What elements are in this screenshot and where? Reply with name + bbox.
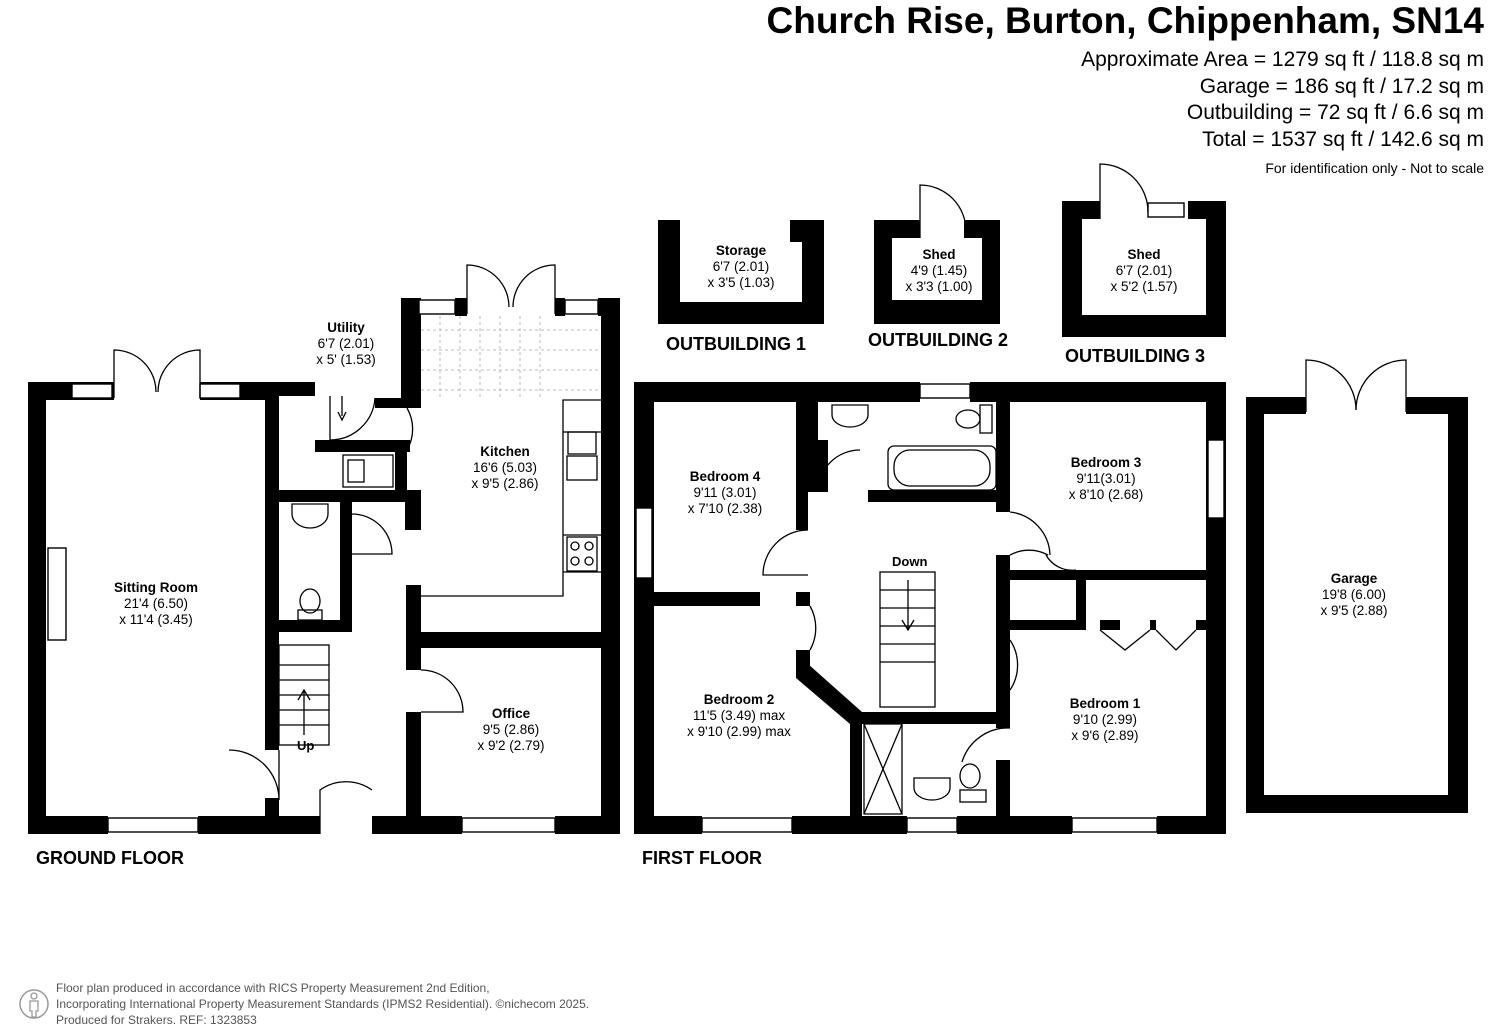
room-name: Storage xyxy=(715,243,767,258)
room-dimension: 11'5 (3.49) max xyxy=(692,708,786,723)
footer-line: Produced for Strakers. REF: 1323853 xyxy=(56,1013,257,1027)
room-dimension: x 5'2 (1.57) xyxy=(1110,279,1178,294)
room-name: Kitchen xyxy=(480,444,530,459)
area-approximate: Approximate Area = 1279 sq ft / 118.8 sq… xyxy=(1081,48,1484,71)
room-dimension: x 9'6 (2.89) xyxy=(1071,728,1139,743)
room-name: Sitting Room xyxy=(114,580,198,595)
room-dimension: 6'7 (2.01) xyxy=(317,336,375,351)
room-name: Bedroom 2 xyxy=(703,692,775,707)
outbuilding1-label: OUTBUILDING 1 xyxy=(666,334,807,354)
stairs-down-label: Down xyxy=(892,554,928,569)
room-garage: Garage 19'8 (6.00) x 9'5 (2.88) xyxy=(1320,571,1387,619)
room-dimension: 19'8 (6.00) xyxy=(1321,587,1387,602)
room-bedroom-3: Bedroom 3 9'11(3.01) x 8'10 (2.68) xyxy=(1069,455,1144,503)
room-dimension: x 5' (1.53) xyxy=(316,352,376,367)
room-kitchen: Kitchen 16'6 (5.03) x 9'5 (2.86) xyxy=(471,444,538,492)
room-name: Shed xyxy=(1127,247,1161,262)
room-name: Office xyxy=(491,706,531,721)
room-name: Shed xyxy=(922,247,956,262)
room-shed-2: Shed 4'9 (1.45) x 3'3 (1.00) xyxy=(905,247,972,295)
room-dimension: 9'11(3.01) xyxy=(1076,471,1136,486)
area-garage: Garage = 186 sq ft / 17.2 sq m xyxy=(1199,75,1484,98)
room-name: Bedroom 1 xyxy=(1069,696,1141,711)
area-total: Total = 1537 sq ft / 142.6 sq m xyxy=(1202,128,1484,151)
room-bedroom-4: Bedroom 4 9'11 (3.01) x 7'10 (2.38) xyxy=(688,469,763,517)
room-dimension: x 9'5 (2.86) xyxy=(471,476,539,491)
room-dimension: 6'7 (2.01) xyxy=(712,259,770,274)
room-name: Utility xyxy=(327,320,365,335)
room-bedroom-1: Bedroom 1 9'10 (2.99) x 9'6 (2.89) xyxy=(1070,696,1141,744)
room-name: Garage xyxy=(1330,571,1378,586)
room-dimension: 4'9 (1.45) xyxy=(910,263,968,278)
area-outbuilding: Outbuilding = 72 sq ft / 6.6 sq m xyxy=(1186,101,1484,124)
footer-notes: Floor plan produced in accordance with R… xyxy=(56,980,589,1028)
outbuilding-walls xyxy=(658,201,1468,813)
room-dimension: 9'10 (2.99) xyxy=(1072,712,1138,727)
room-dimension: x 9'10 (2.99) max xyxy=(687,724,791,739)
outbuilding2-label: OUTBUILDING 2 xyxy=(868,330,1009,350)
footer-line: Floor plan produced in accordance with R… xyxy=(56,981,490,995)
room-dimension: 21'4 (6.50) xyxy=(123,596,189,611)
room-dimension: 16'6 (5.03) xyxy=(472,460,538,475)
person-icon xyxy=(19,989,49,1019)
room-sitting-room: Sitting Room 21'4 (6.50) x 11'4 (3.45) xyxy=(114,580,198,628)
first-floor-label: FIRST FLOOR xyxy=(642,848,762,868)
room-dimension: 9'5 (2.86) xyxy=(482,722,540,737)
room-dimension: x 3'3 (1.00) xyxy=(905,279,973,294)
room-dimension: 9'11 (3.01) xyxy=(693,485,757,500)
property-title: Church Rise, Burton, Chippenham, SN14 xyxy=(766,0,1484,41)
footer-line: Incorporating International Property Mea… xyxy=(56,997,590,1011)
room-dimension: x 9'5 (2.88) xyxy=(1320,603,1388,618)
room-dimension: x 9'2 (2.79) xyxy=(477,738,545,753)
room-shed-3: Shed 6'7 (2.01) x 5'2 (1.57) xyxy=(1110,247,1177,295)
room-dimension: x 8'10 (2.68) xyxy=(1068,487,1144,502)
outbuilding3-label: OUTBUILDING 3 xyxy=(1065,346,1206,366)
room-dimension: x 11'4 (3.45) xyxy=(119,612,193,627)
room-dimension: x 7'10 (2.38) xyxy=(687,501,763,516)
room-name: Bedroom 4 xyxy=(689,469,761,484)
room-storage: Storage 6'7 (2.01) x 3'5 (1.03) xyxy=(707,243,774,291)
room-office: Office 9'5 (2.86) x 9'2 (2.79) xyxy=(477,706,544,754)
room-utility: Utility 6'7 (2.01) x 5' (1.53) xyxy=(316,320,376,368)
room-name: Bedroom 3 xyxy=(1070,455,1142,470)
ground-floor-label: GROUND FLOOR xyxy=(36,848,184,868)
stairs-up-label: Up xyxy=(297,738,315,753)
room-bedroom-2: Bedroom 2 11'5 (3.49) max x 9'10 (2.99) … xyxy=(687,692,791,740)
room-dimension: x 3'5 (1.03) xyxy=(707,275,775,290)
room-dimension: 6'7 (2.01) xyxy=(1115,263,1173,278)
disclaimer: For identification only - Not to scale xyxy=(1265,160,1484,176)
